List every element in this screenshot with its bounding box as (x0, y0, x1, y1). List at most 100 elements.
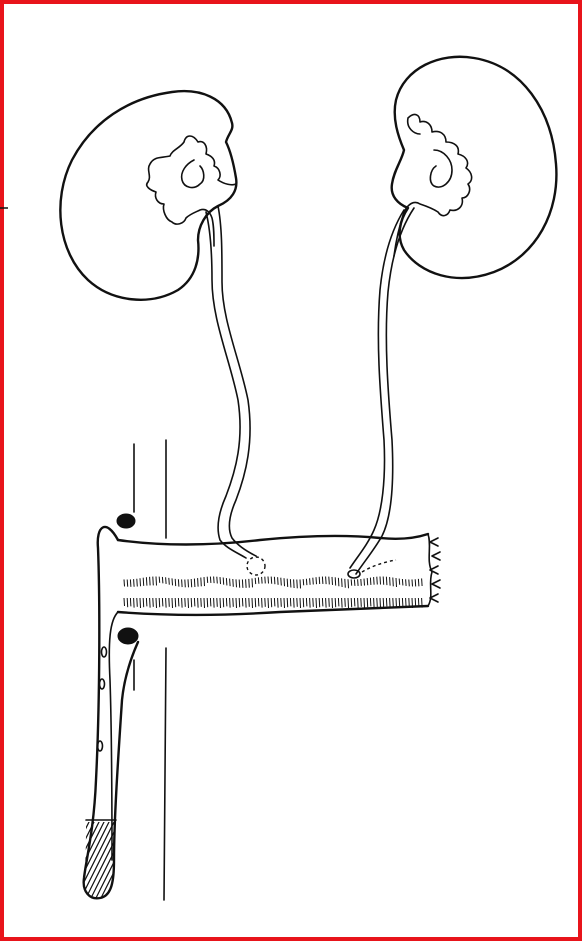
stoma-mark-2 (100, 679, 105, 689)
mucosa-tick (399, 579, 400, 585)
mucosa-tick (268, 598, 269, 608)
mucosa-tick (377, 598, 378, 607)
mucosa-tick (402, 579, 403, 585)
mucosa-tick (274, 577, 275, 584)
mucosa-tick (338, 598, 339, 606)
mucosa-tick (194, 598, 195, 606)
mucosa-tick (252, 578, 253, 587)
mucosa-tick (409, 598, 410, 607)
mucosa-tick (412, 598, 413, 608)
mucosa-tick (374, 577, 375, 585)
mucosa-tick (358, 579, 359, 586)
left-ureter-wall-outer (206, 212, 246, 558)
mucosa-tick (409, 579, 410, 586)
mucosa-tick (166, 577, 167, 584)
mucosa-tick (188, 579, 189, 587)
mucosa-tick (297, 598, 298, 607)
mucosa-tick (422, 578, 423, 586)
mucosa-tick (239, 579, 240, 587)
mucosa-tick (204, 577, 205, 586)
tip-hatch-line (55, 820, 95, 900)
mucosa-tick (326, 577, 327, 585)
mucosa-tick (198, 578, 199, 587)
left-kidney-outline (60, 91, 236, 300)
mucosa-tick (230, 579, 231, 587)
mucosa-tick (361, 579, 362, 586)
mucosa-tick (370, 578, 371, 585)
mucosa-tick (284, 578, 285, 586)
mucosa-tick (156, 598, 157, 608)
left-calyx-inner (182, 160, 204, 187)
mucosa-tick (310, 598, 311, 608)
left-renal-pelvis (147, 136, 236, 246)
mucosa-tick (143, 578, 144, 586)
mucosa-tick (322, 577, 323, 584)
mucosa-tick (396, 578, 397, 587)
mucosa-tick (316, 598, 317, 608)
right-calyx-inner (430, 150, 452, 187)
mucosa-tick (313, 578, 314, 585)
mucosa-tick (358, 598, 359, 608)
right-ureter-wall-inner (356, 208, 414, 574)
mucosa-tick (220, 598, 221, 608)
mucosa-tick (319, 598, 320, 607)
mucosa-tick (390, 598, 391, 608)
mucosa-tick (159, 598, 160, 607)
mucosa-tick (422, 598, 423, 608)
mucosa-tick (172, 598, 173, 608)
mucosa-tick (265, 577, 266, 584)
mucosa-tick (342, 578, 343, 587)
mucosa-tick (191, 598, 192, 607)
mucosa-tick (242, 579, 243, 587)
mucosa-tick (262, 577, 263, 584)
mucosa-tick (214, 577, 215, 584)
mucosa-tick (233, 579, 234, 587)
mucosa-tick (297, 579, 298, 588)
mucosa-tick (412, 579, 413, 586)
mucosa-tick (246, 579, 247, 588)
mucosa-tick (220, 577, 221, 584)
mucosa-tick (150, 577, 151, 586)
mucosa-tick (223, 578, 224, 585)
wall-line-3 (164, 648, 166, 900)
mucosa-tick (268, 577, 269, 584)
mucosa-tick (185, 579, 186, 587)
conduit-bottom-edge (118, 606, 428, 615)
mucosa-tick (127, 580, 128, 587)
left-ureter (206, 206, 265, 575)
mucosa-tick (287, 598, 288, 607)
mucosa-tick (150, 598, 151, 608)
mucosa-tick (338, 578, 339, 586)
tip-hatch-line (115, 820, 155, 900)
abdominal-wall-lines (134, 440, 166, 900)
mucosa-tick (156, 577, 157, 586)
right-ureter-dotted (362, 560, 396, 572)
mucosa-tick (236, 598, 237, 608)
mucosa-tick (146, 598, 147, 606)
mucosa-tick (332, 577, 333, 585)
mucosa-tick (386, 577, 387, 585)
mucosa-tick (137, 598, 138, 607)
right-ureter-wall-outer (350, 210, 404, 568)
tip-hatch-line (135, 820, 175, 900)
mucosa-tick (233, 598, 234, 607)
mucosa-tick (393, 598, 394, 607)
right-kidney-outline (392, 57, 557, 278)
mucosa-tick (182, 579, 183, 587)
mucosa-tick (153, 598, 154, 607)
mucosa-tick (162, 598, 163, 606)
mucosa-tick (207, 598, 208, 607)
mucosa-tick (198, 598, 199, 608)
mucosa-tick (201, 598, 202, 607)
mucosa-tick (146, 577, 147, 585)
mucosa-tick (345, 579, 346, 588)
mucosa-tick (281, 598, 282, 607)
mucosa-tick (370, 598, 371, 606)
mucosa-tick (316, 577, 317, 584)
mucosa-tick (249, 598, 250, 607)
tip-hatch-line (120, 820, 160, 900)
mucosa-tick (178, 579, 179, 586)
mucosa-tick (130, 598, 131, 606)
mucosa-tick (351, 579, 352, 585)
mucosa-tick (383, 577, 384, 585)
